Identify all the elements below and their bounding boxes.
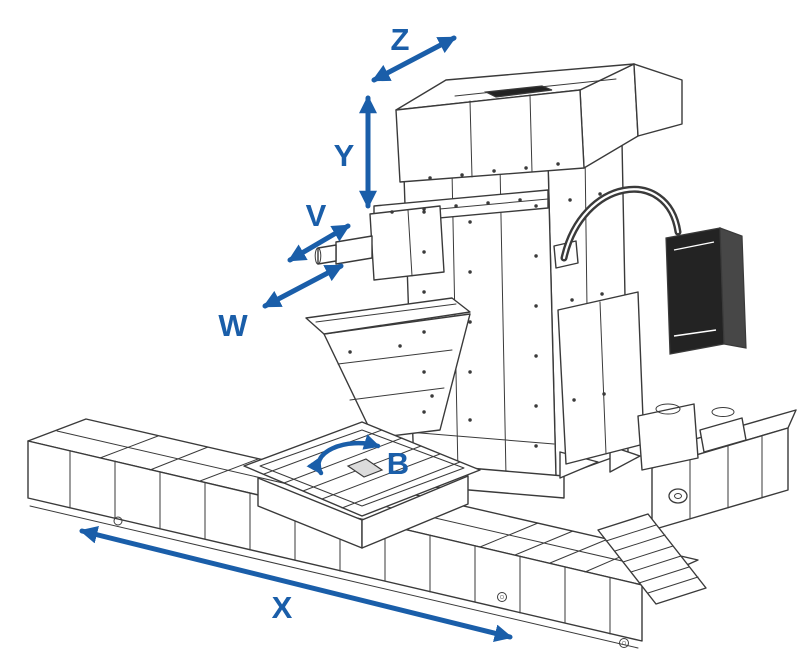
bed-foot-bolt [113,516,123,526]
y-axis: Y [334,95,377,209]
x-axis: X [79,525,513,643]
z-slide [557,291,699,471]
base-gusset [609,445,641,473]
x-axis-label: X [272,590,293,625]
head-box [395,63,683,183]
bolt-dots [348,162,606,448]
machine-illustration [27,63,797,649]
z-axis-label: Z [391,22,410,57]
b-axis: B [306,434,409,481]
chip-chute [305,297,471,439]
w-axis-label: W [218,308,248,343]
axis-annotations: Z Y V W B X [79,22,513,643]
chip-conveyor [597,513,707,605]
cable-carrier [553,185,682,269]
b-axis-arrow [306,434,381,476]
spindle-sleeve [335,235,373,265]
w-axis-arrow [262,263,344,309]
v-axis: V [287,198,351,263]
b-axis-label: B [387,446,409,481]
z-axis-arrow [371,35,457,83]
v-axis-arrow [287,223,351,263]
top-slot [483,85,553,98]
drive-motor [637,403,699,471]
v-axis-label: V [306,198,327,233]
z-axis: Z [371,22,457,83]
bed-foot-bolt [619,638,629,648]
headstock [369,205,445,281]
w-axis: W [218,263,344,343]
service-port [668,488,688,504]
x-axis-arrow [79,525,513,643]
hydraulic-unit [699,417,747,453]
electrical-cabinet [665,227,747,355]
y-axis-label: Y [334,138,355,173]
